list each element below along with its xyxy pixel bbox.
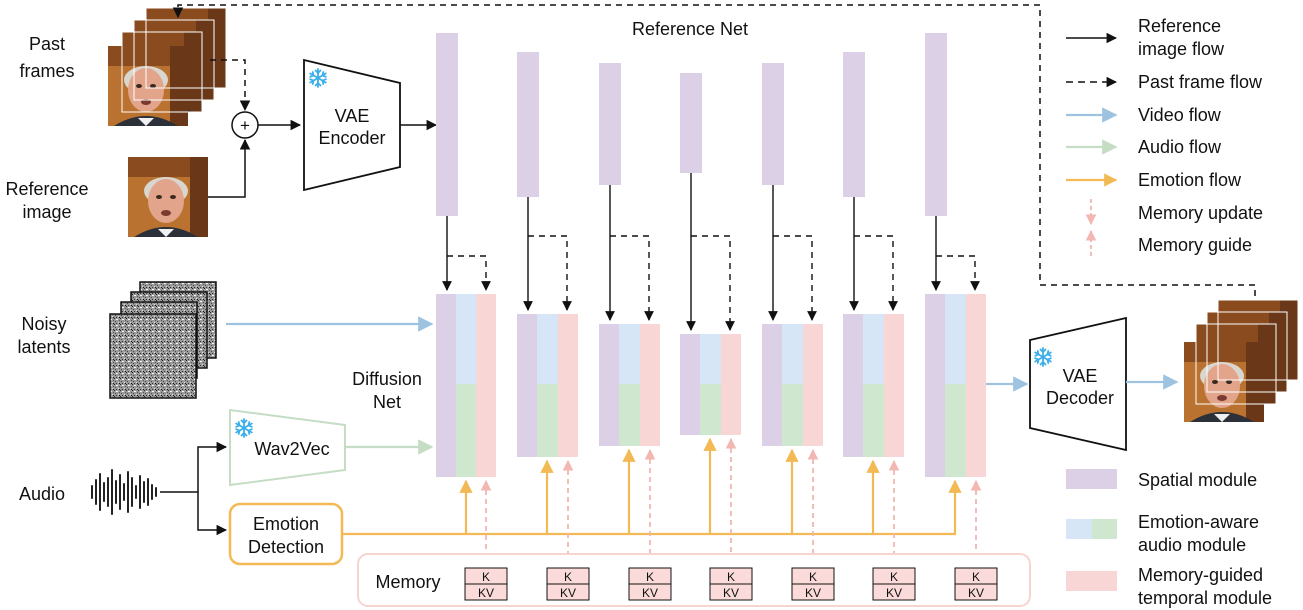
legend: Reference image flow Past frame flow Vid… [1066,16,1272,608]
legend-reference-flow-label-1: Reference [1138,16,1221,36]
svg-text:K: K [482,570,490,584]
memory-label: Memory [375,572,440,592]
legend-audio-module-label-2: audio module [1138,535,1246,555]
diffusion-net [436,294,986,477]
vae-decoder-label-2: Decoder [1046,388,1114,408]
diffusion-block-6 [843,314,904,457]
vae-encoder: VAE Encoder [303,58,401,192]
ref-column-7 [925,33,947,216]
ref-column-1 [436,33,458,216]
vae-decoder: VAE Decoder [1029,316,1127,452]
emotion-detection-label-1: Emotion [253,514,319,534]
diffusion-net-label-2: Net [373,392,401,412]
audio-waveform-icon [91,469,157,515]
wav2vec-label: Wav2Vec [254,439,329,459]
reference-face-photo [128,157,208,237]
emotion-detection-label-2: Detection [248,537,324,557]
legend-audio-module-swatch-green [1092,519,1117,539]
noisy-latents-label-1: Noisy [21,314,66,334]
memory-cell-3: K KV [628,567,672,601]
legend-audio-module-swatch-blue [1066,519,1092,539]
svg-text:KV: KV [968,586,984,600]
memory-kv-cells: K KV K KV K KV K KV K KV [464,567,998,601]
svg-text:K: K [890,570,898,584]
legend-memory-guide-label: Memory guide [1138,235,1252,255]
svg-text:K: K [972,570,980,584]
diffusion-net-label-1: Diffusion [352,369,422,389]
memory-cell-5: K KV [791,567,835,601]
memory-cell-7: K KV [954,567,998,601]
memory-cell-2: K KV [546,567,590,601]
legend-memory-update-label: Memory update [1138,203,1263,223]
ref-column-2 [517,52,539,197]
svg-text:KV: KV [642,586,658,600]
legend-past-frame-flow-label: Past frame flow [1138,72,1263,92]
reference-net-title: Reference Net [632,19,748,39]
legend-temporal-swatch [1066,571,1117,591]
past-frames-label-2: frames [19,61,74,81]
wav2vec-module: Wav2Vec [229,408,346,487]
legend-spatial-label: Spatial module [1138,470,1257,490]
memory-flow [480,437,982,568]
svg-text:KV: KV [560,586,576,600]
reference-image-label-2: image [22,202,71,222]
past-frames-stack [108,7,227,126]
legend-audio-flow-label: Audio flow [1138,137,1222,157]
diffusion-block-1 [436,294,496,477]
audio-label: Audio [19,484,65,504]
vae-encoder-label-2: Encoder [318,128,385,148]
emotion-detection-module: Emotion Detection [228,502,344,566]
svg-text:KV: KV [478,586,494,600]
svg-text:K: K [727,570,735,584]
reference-to-diffusion-arrows [442,173,980,331]
reference-net [436,33,947,216]
diffusion-block-5 [762,324,823,446]
legend-spatial-swatch [1066,469,1117,489]
ref-column-6 [843,52,865,197]
plus-symbol: + [240,116,250,135]
legend-audio-module-label-1: Emotion-aware [1138,512,1259,532]
diffusion-block-7 [925,294,986,477]
legend-emotion-flow-label: Emotion flow [1138,170,1242,190]
diffusion-block-4 [680,334,741,435]
memory-cell-6: K KV [872,567,916,601]
svg-text:KV: KV [886,586,902,600]
vae-decoder-label-1: VAE [1063,366,1098,386]
memory-bank: Memory [357,553,1031,607]
noisy-latents-label-2: latents [17,337,70,357]
ref-column-5 [762,63,784,185]
legend-temporal-label-1: Memory-guided [1138,565,1263,585]
ref-column-3 [599,63,621,185]
noise-latent-icon [109,281,217,399]
ref-column-4 [680,73,702,173]
svg-text:K: K [564,570,572,584]
diffusion-block-3 [599,324,660,446]
output-frames-stack [1184,299,1299,422]
svg-text:KV: KV [805,586,821,600]
past-frames-label-1: Past [29,34,65,54]
svg-text:KV: KV [723,586,739,600]
legend-video-flow-label: Video flow [1138,105,1222,125]
memory-cell-1: K KV [464,567,508,601]
reference-image-label-1: Reference [5,179,88,199]
svg-text:K: K [809,570,817,584]
vae-encoder-label-1: VAE [335,106,370,126]
diffusion-block-2 [517,314,578,457]
memory-cell-4: K KV [709,567,753,601]
svg-text:K: K [646,570,654,584]
legend-temporal-label-2: temporal module [1138,588,1272,608]
legend-reference-flow-label-2: image flow [1138,39,1225,59]
